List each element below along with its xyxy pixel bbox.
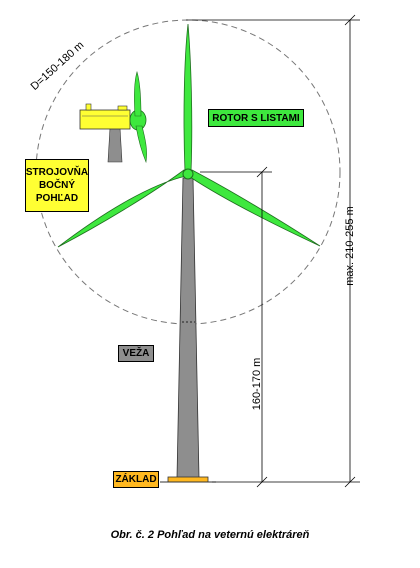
foundation-label: ZÁKLAD bbox=[113, 471, 159, 488]
rotor-blade-left bbox=[57, 169, 187, 248]
rotor-blade-top bbox=[183, 23, 193, 173]
nacelle-inset-tower bbox=[107, 127, 123, 163]
nacelle-blade-down bbox=[135, 125, 147, 164]
total-height-label: max. 210-255 m bbox=[344, 206, 356, 286]
nacelle-label-line: STROJOVŇA bbox=[25, 167, 89, 178]
nacelle-body bbox=[79, 109, 131, 130]
tower bbox=[176, 177, 200, 479]
nacelle-top-detail bbox=[117, 105, 128, 111]
rotor-blade-right bbox=[189, 169, 321, 247]
nacelle-label: STROJOVŇA BOČNÝ POHĽAD bbox=[25, 159, 89, 212]
nacelle-label-line: BOČNÝ bbox=[38, 180, 76, 191]
nacelle-blade-up bbox=[134, 70, 142, 117]
nacelle-side-view bbox=[79, 70, 147, 164]
figure-caption: Obr. č. 2 Pohľad na veternú elektráreň bbox=[110, 529, 310, 541]
nacelle-label-line: POHĽAD bbox=[35, 193, 79, 204]
tower-label: VEŽA bbox=[118, 345, 154, 362]
rotor-label: ROTOR S LISTAMI bbox=[208, 109, 304, 127]
dimension-total-height bbox=[186, 14, 360, 488]
hub-height-label: 160-170 m bbox=[251, 357, 263, 411]
nacelle-top-detail bbox=[85, 103, 92, 111]
foundation bbox=[167, 476, 209, 483]
dimension-hub-height bbox=[200, 166, 272, 488]
rotor-hub bbox=[182, 168, 194, 180]
